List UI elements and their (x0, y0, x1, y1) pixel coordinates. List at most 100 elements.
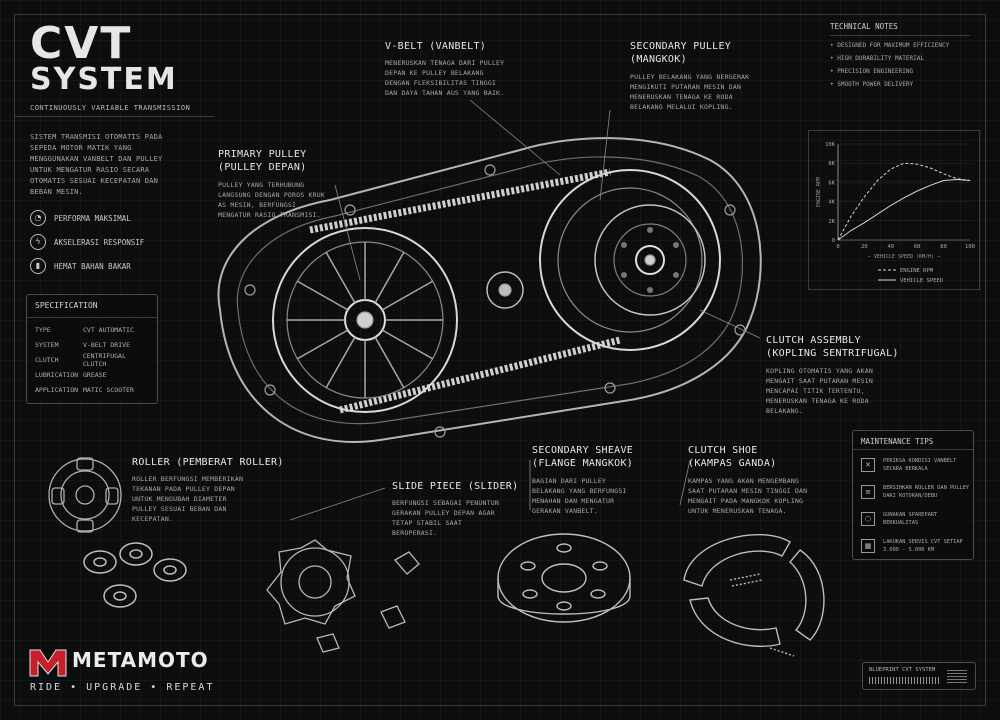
idler-gear (486, 271, 524, 309)
note-text: PRECISION ENGINEERING (837, 68, 914, 75)
clutch-assembly-title-1: CLUTCH ASSEMBLY (766, 335, 861, 346)
brush-icon: ≡ (861, 484, 875, 499)
feature-item: ▮ HEMAT BAHAN BAKAR (30, 254, 210, 278)
leader-secondary-pulley (599, 109, 611, 201)
secondary-hub (635, 245, 665, 275)
secondary-sheave-drawing (497, 533, 631, 623)
leader-clutch-shoe (679, 459, 691, 506)
spec-key: LUBRICATION (35, 370, 79, 379)
brand-name: METAMOTO (72, 648, 209, 672)
stamp-text: BLUEPRINT CVT SYSTEM (869, 667, 936, 673)
notes-divider (830, 35, 970, 36)
tip-row: ▦ LAKUKAN SERVIS CVT SETIAP 3.000 - 5.000… (861, 532, 971, 559)
roller-weights-drawing (83, 542, 187, 608)
poster-frame (14, 14, 986, 706)
note-text: SMOOTH POWER DELIVERY (837, 81, 914, 88)
series-line (837, 162, 971, 241)
vbelt-text: MENERUSKAN TENAGA DARI PULLEY DEPAN KE P… (385, 59, 505, 97)
chart-frame (808, 130, 980, 290)
spec-key: TYPE (35, 325, 51, 334)
primary-pulley-bore (356, 311, 374, 329)
barcode-icon (869, 677, 939, 684)
technical-notes-title: TECHNICAL NOTES (830, 22, 898, 31)
spec-title: SPECIFICATION (35, 301, 98, 310)
tip-text: LAKUKAN SERVIS CVT SETIAP 3.000 - 5.000 … (883, 538, 963, 553)
title-divider (14, 116, 214, 117)
maintenance-list: ✕PERIKSA KONDISI VANBELT SECARA BERKALA … (861, 451, 971, 559)
spec-value: GREASE (83, 370, 107, 379)
y-tick-label: 10K (825, 142, 836, 148)
spec-key: CLUTCH (35, 355, 59, 364)
y-axis-label: ENGINE RPM (816, 177, 822, 207)
housing-bolts (244, 164, 746, 438)
primary-pulley-title-2: (PULLEY DEPAN) (218, 162, 307, 173)
leader-vbelt (469, 99, 561, 176)
part-icon: ⬡ (861, 511, 875, 526)
x-tick-label: 40 (887, 244, 894, 250)
vbelt-title: V-BELT (VANBELT) (385, 41, 487, 52)
primary-pulley-text: PULLEY YANG TERHUBUNG LANGSUNG DENGAN PO… (218, 181, 325, 219)
roller-text: ROLLER BERFUNGSI MEMBERIKAN TEKANAN PADA… (132, 475, 244, 523)
spec-row: CLUTCH CENTRIFUGAL CLUTCH (35, 351, 153, 368)
feature-item: ◔PERFORMA MAKSIMAL (30, 206, 210, 230)
clutch-drum-inner (613, 223, 687, 297)
note-text: DESIGNED FOR MAXIMUM EFFICIENCY (837, 42, 950, 49)
y-tick-label: 0 (832, 238, 835, 244)
subtitle: CONTINUOUSLY VARIABLE TRANSMISSION (30, 104, 191, 112)
slide-piece-title: SLIDE PIECE (SLIDER) (392, 481, 519, 492)
brand-tagline: RIDE • UPGRADE • REPEAT (30, 682, 215, 693)
fuel-icon: ▮ (30, 258, 46, 274)
x-tick-label: 100 (965, 244, 975, 250)
clutch-shoe-text: KAMPAS YANG AKAN MENGEMBANG SAAT PUTARAN… (688, 477, 808, 515)
clutch-drum (594, 204, 706, 316)
brand-logo-icon (29, 649, 67, 677)
feature-label: HEMAT BAHAN BAKAR (54, 261, 131, 271)
tip-text: BERSIHKAN ROLLER DAN PULLEY DARI KOTORAN… (883, 484, 970, 499)
secondary-pulley-text: PULLEY BELAKANG YANG BERGERAK MENGIKUTI … (630, 73, 750, 111)
note-item: • DESIGNED FOR MAXIMUM EFFICIENCY (830, 42, 950, 49)
y-tick-label: 2K (828, 219, 835, 225)
stamp-lines (947, 669, 967, 683)
secondary-sheave-text: BAGIAN DARI PULLEY BELAKANG YANG BERFUNG… (532, 477, 627, 515)
secondary-sheave-title-1: SECONDARY SHEAVE (532, 445, 634, 456)
slide-piece-text: BERFUNGSI SEBAGAI PENUNTUN GERAKAN PULLE… (392, 499, 499, 537)
wrench-icon: ✕ (861, 457, 875, 472)
roller-assembly-drawing (48, 457, 122, 533)
cvt-housing-inner (236, 156, 743, 425)
spec-value: MATIC SCOOTER (83, 385, 134, 394)
secondary-pulley-ring (557, 187, 703, 333)
note-item: • PRECISION ENGINEERING (830, 68, 914, 75)
title-line-2: SYSTEM (30, 62, 178, 97)
clutch-shoe-drawing (683, 534, 825, 657)
x-tick-label: 60 (914, 244, 921, 250)
blueprint-stamp: BLUEPRINT CVT SYSTEM (862, 662, 976, 690)
maintenance-box: MAINTENANCE TIPS ✕PERIKSA KONDISI VANBEL… (852, 430, 974, 560)
clutch-shoe-title-1: CLUTCH SHOE (688, 445, 758, 456)
legend-label: ENGINE RPM (900, 268, 934, 274)
x-axis-label: — VEHICLE SPEED (KM/H) — (868, 254, 941, 260)
gauge-icon: ◔ (30, 210, 46, 226)
spec-value: V-BELT DRIVE (83, 340, 130, 349)
x-tick-label: 0 (836, 244, 839, 250)
primary-pulley-fins (287, 242, 443, 398)
calendar-icon: ▦ (861, 538, 875, 553)
leader-primary-pulley (334, 184, 361, 281)
primary-pulley (272, 227, 458, 413)
secondary-bore (644, 254, 656, 266)
clutch-assembly-title-2: (KOPLING SENTRIFUGAL) (766, 348, 899, 359)
roller-title: ROLLER (PEMBERAT ROLLER) (132, 457, 284, 468)
primary-pulley-title-1: PRIMARY PULLEY (218, 149, 307, 160)
spec-value: CENTRIFUGAL CLUTCH (82, 351, 126, 368)
clutch-bolts (621, 227, 679, 293)
spec-row: LUBRICATION GREASE (35, 367, 153, 382)
clutch-assembly-text: KOPLING OTOMATIS YANG AKAN MENGAIT SAAT … (766, 367, 873, 415)
tip-text: GUNAKAN SPAREPART BERKUALITAS (883, 511, 938, 526)
